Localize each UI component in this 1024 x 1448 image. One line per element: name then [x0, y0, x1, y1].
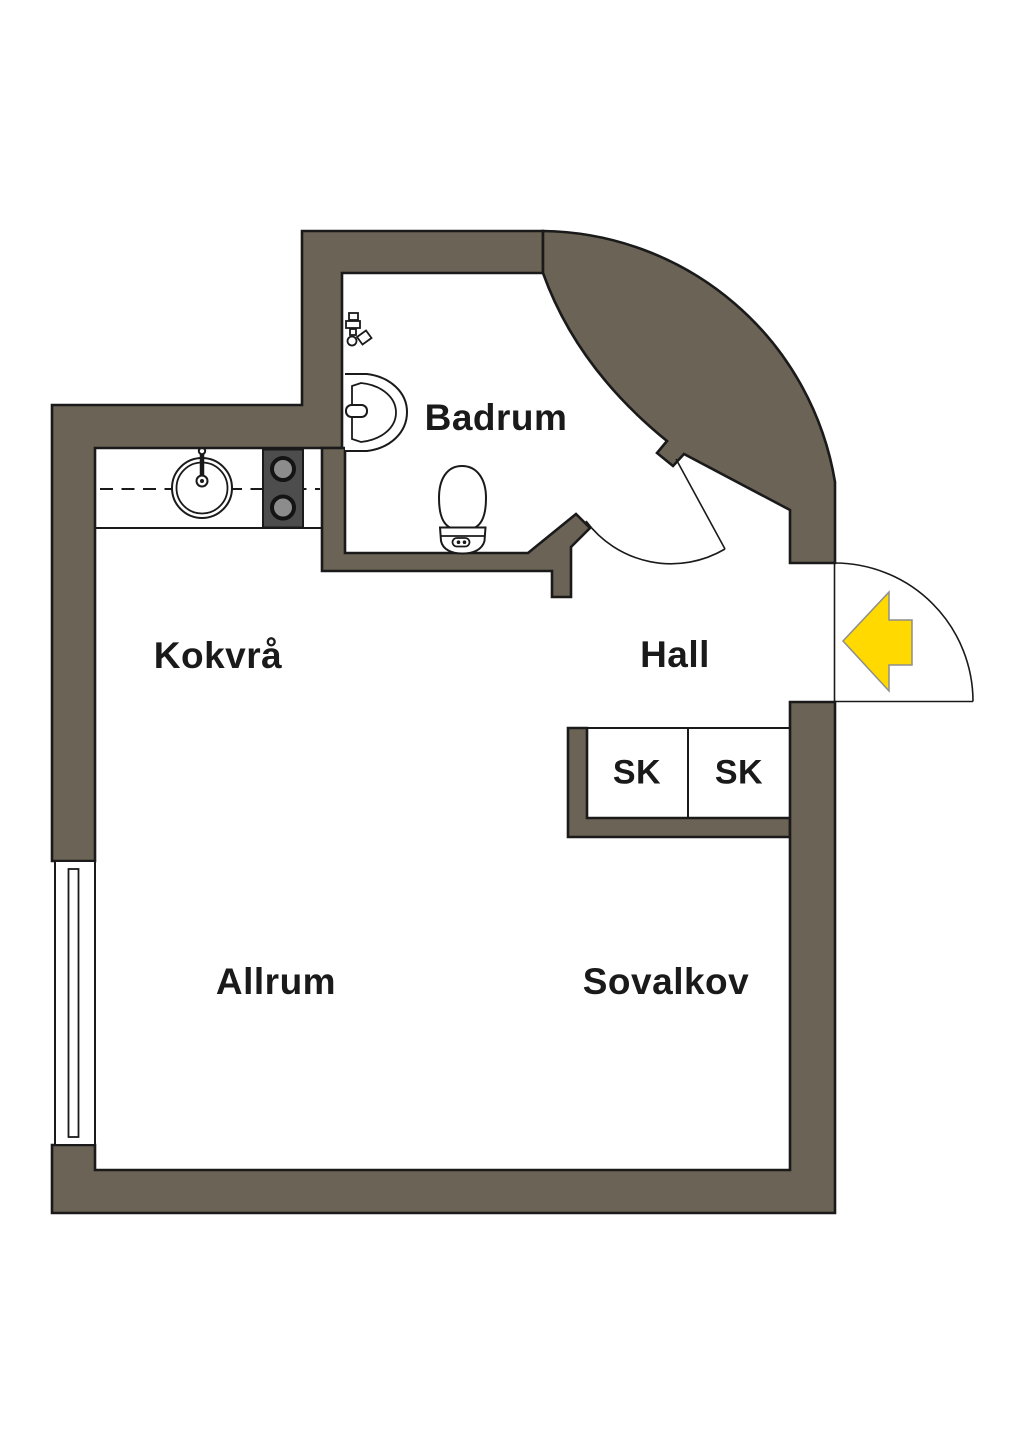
shower-mixer-valve [346, 335, 358, 347]
toilet-button-dot-right [462, 540, 467, 544]
toilet-base [438, 526, 487, 555]
washbasin-bowl [351, 382, 397, 443]
kitchen-faucet-dot [200, 479, 204, 483]
stove-burner-bottom [270, 494, 296, 521]
wall-curved-bathroom [541, 229, 837, 565]
bathroom-door-leaf [675, 458, 726, 550]
toilet-bowl [437, 464, 488, 530]
room-label-kokvra: Kokvrå [153, 635, 283, 676]
window [54, 860, 96, 1146]
stove-burner-top [270, 456, 296, 482]
bathroom-door-arc [585, 520, 726, 565]
window-pane [67, 868, 80, 1138]
washbasin [345, 373, 409, 452]
closet-label-right: SK [714, 753, 764, 792]
washbasin-tap [345, 404, 368, 418]
entrance-arrow-icon [841, 590, 913, 693]
room-label-sovalkov: Sovalkov [582, 961, 750, 1002]
shower-mixer-handle [355, 329, 373, 346]
toilet-flush-button [451, 537, 471, 548]
shower-mixer-body [345, 320, 361, 329]
wall-bottom-right [50, 700, 837, 1215]
shower-mixer-top [348, 312, 359, 321]
wall-bathroom-bottom [320, 446, 592, 599]
toilet-button-dot-left [456, 540, 461, 544]
room-label-allrum: Allrum [215, 961, 337, 1002]
shower-mixer-stem [349, 328, 357, 336]
closet-label-left: SK [612, 753, 662, 792]
room-label-badrum: Badrum [424, 397, 568, 438]
closet-box-right [687, 727, 791, 819]
room-label-hall: Hall [640, 634, 710, 675]
entrance-door-arc [834, 562, 974, 702]
